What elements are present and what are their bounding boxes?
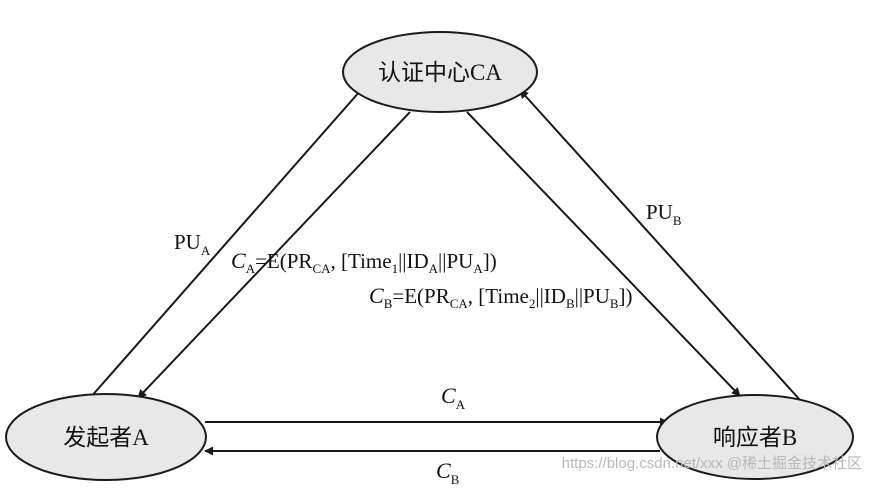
node-b-shape (656, 394, 854, 480)
node-a-label: 发起者A (63, 425, 149, 450)
node-b: 响应者B (656, 394, 854, 480)
label-c-b-formula: CB=E(PRCA, [Time2||IDB||PUB]) (369, 283, 633, 311)
label-c-a-bottom: CA (441, 383, 466, 412)
node-ca: 认证中心CA (342, 31, 538, 113)
edge-b-to-ca (519, 89, 801, 401)
edge-ca-to-a (137, 111, 411, 399)
node-ca-shape (342, 31, 538, 113)
edge-ca-to-b (466, 111, 741, 397)
node-a-shape (5, 393, 207, 481)
label-pu-a: PUA (174, 230, 211, 258)
node-ca-label: 认证中心CA (378, 60, 502, 85)
watermark: https://blog.csdn.net/xxx @稀土掘金技术社区 (562, 455, 862, 472)
node-b-label: 响应者B (713, 425, 797, 450)
edge-a-to-ca (89, 81, 369, 399)
label-c-b-bottom: CB (436, 458, 460, 487)
label-c-a-formula: CA=E(PRCA, [Time1||IDA||PUA]) (231, 248, 497, 276)
label-pu-b: PUB (646, 200, 682, 228)
node-a: 发起者A (5, 393, 207, 481)
